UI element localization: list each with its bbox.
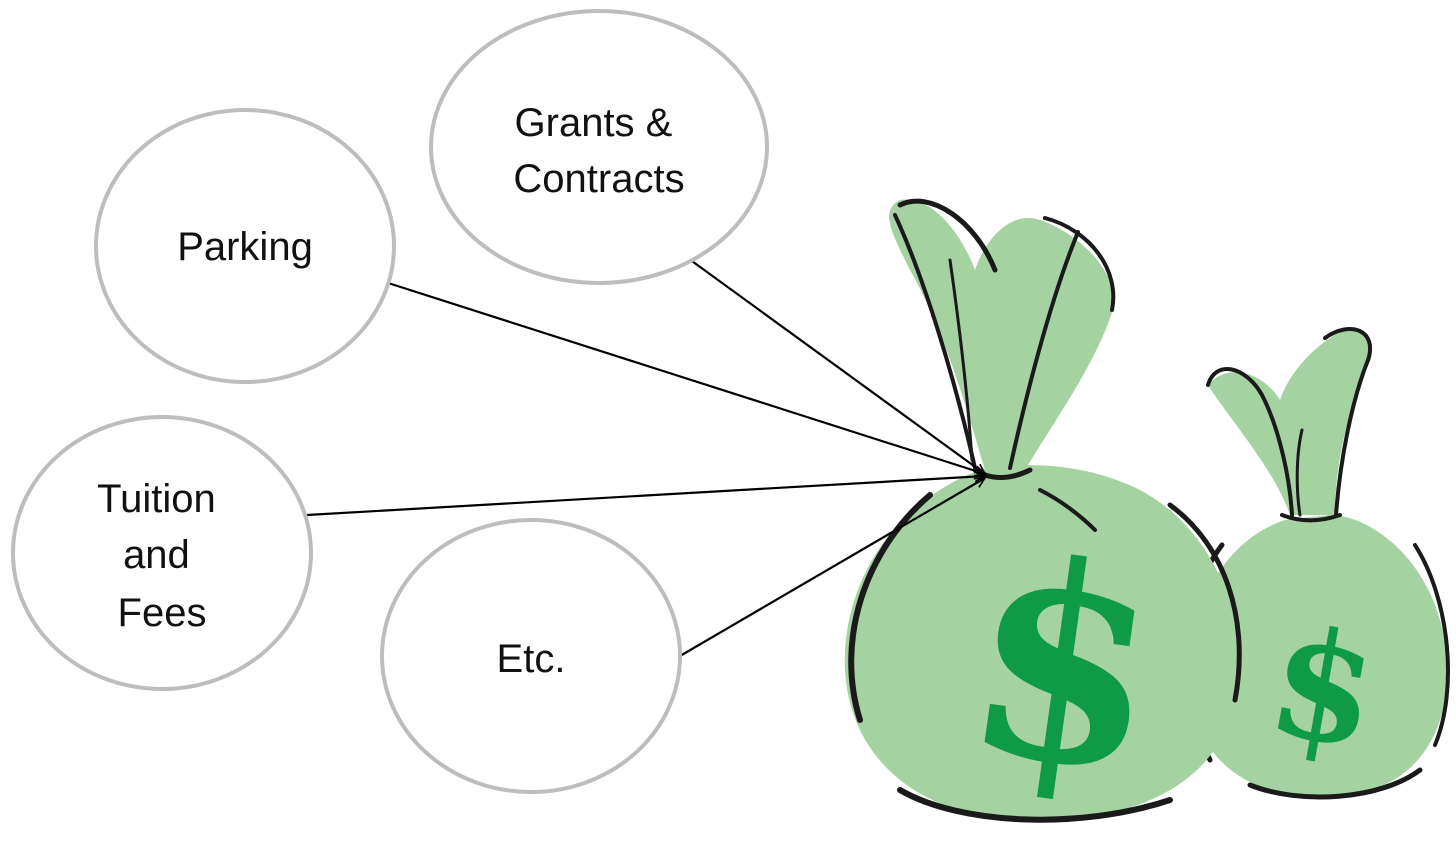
arrow-parking	[384, 280, 985, 474]
arrow-grants	[684, 255, 985, 474]
source-bubble-tuition: Tuition and Fees	[11, 415, 313, 691]
source-bubble-grants: Grants & Contracts	[429, 9, 769, 285]
large-bag-dollar-sign: $	[949, 494, 1179, 835]
money-bags-icon: $ $	[844, 198, 1450, 835]
source-label-etc: Etc.	[497, 637, 566, 681]
source-bubble-parking: Parking	[94, 108, 396, 384]
arrow-tuition	[306, 476, 985, 517]
source-label-parking: Parking	[177, 225, 313, 269]
source-label-tuition: Tuition and Fees	[97, 477, 227, 635]
small-money-bag-icon: $	[1184, 327, 1450, 800]
source-bubble-etc: Etc.	[380, 518, 682, 794]
source-label-grants: Grants & Contracts	[513, 101, 684, 201]
large-money-bag-icon: $	[844, 198, 1242, 835]
arrow-etc	[679, 477, 985, 657]
arrows	[306, 255, 985, 657]
